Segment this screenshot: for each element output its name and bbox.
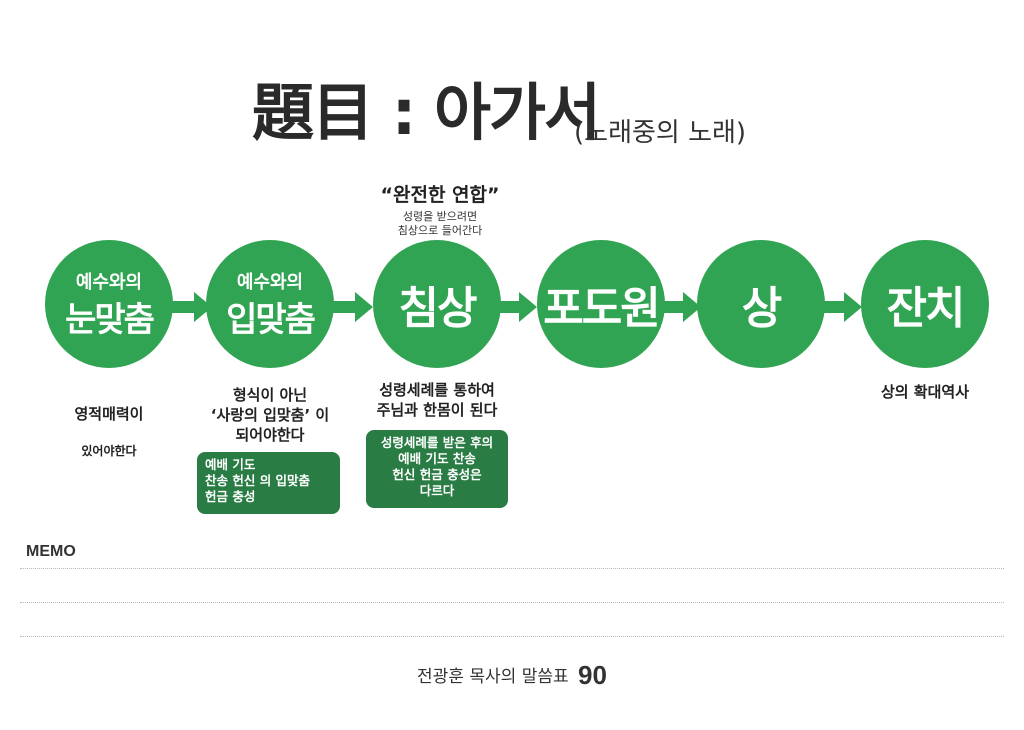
step-circle-bed: 침상: [373, 240, 501, 368]
step-label-big: 입맞춤: [226, 299, 316, 340]
step1-caption: 영적매력이 있어야한다: [45, 385, 173, 478]
memo-line: [20, 636, 1004, 637]
step2-practice-box: 예배 기도 찬송 헌신 의 입맞춤 헌금 충성: [197, 452, 340, 514]
step-circle-kiss: 예수와의 입맞춤: [206, 240, 334, 368]
page-subtitle: (노래중의 노래): [574, 118, 747, 148]
footer-number: 90: [578, 660, 607, 690]
step1-caption-main: 영적매력이: [74, 405, 144, 423]
footer: 전광훈 목사의 말씀표 90: [0, 660, 1024, 691]
step1-caption-sub: 있어야한다: [81, 444, 137, 458]
memo-label: MEMO: [26, 543, 76, 560]
step2-caption: 형식이 아닌 ‘사랑의 입맞춤’ 이 되어야한다: [210, 386, 330, 444]
page-title: 題目 : 아가서: [252, 76, 601, 149]
step-circle-table: 상: [697, 240, 825, 368]
memo-line: [20, 602, 1004, 603]
step6-caption: 상의 확대역사: [880, 383, 970, 401]
arrow-right-icon: [497, 290, 537, 324]
arrow-right-icon: [333, 290, 373, 324]
step-label-small: 예수와의: [75, 271, 143, 293]
memo-line: [20, 568, 1004, 569]
step-label-big: 눈맞춤: [65, 299, 155, 340]
step-circle-eye-contact: 예수와의 눈맞춤: [45, 240, 173, 368]
union-note: 성령을 받으려면 침상으로 들어간다: [397, 210, 483, 237]
step-label-big: 침상: [398, 283, 478, 334]
step3-caption: 성령세례를 통하여 주님과 한몸이 된다: [376, 381, 498, 419]
arrow-right-icon: [172, 290, 212, 324]
step-label-big: 상: [741, 283, 783, 334]
footer-text: 전광훈 목사의 말씀표: [417, 667, 569, 687]
step-label-small: 예수와의: [236, 271, 304, 293]
arrow-right-icon: [822, 290, 862, 324]
step-circle-feast: 잔치: [861, 240, 989, 368]
step3-practice-box: 성령세례를 받은 후의 예배 기도 찬송 헌신 헌금 충성은 다르다: [366, 430, 508, 508]
arrow-right-icon: [661, 290, 701, 324]
step-circle-vineyard: 포도원: [537, 240, 665, 368]
step-label-big: 포도원: [543, 283, 660, 334]
step-label-big: 잔치: [886, 283, 966, 334]
union-quote: “완전한 연합”: [380, 184, 500, 206]
